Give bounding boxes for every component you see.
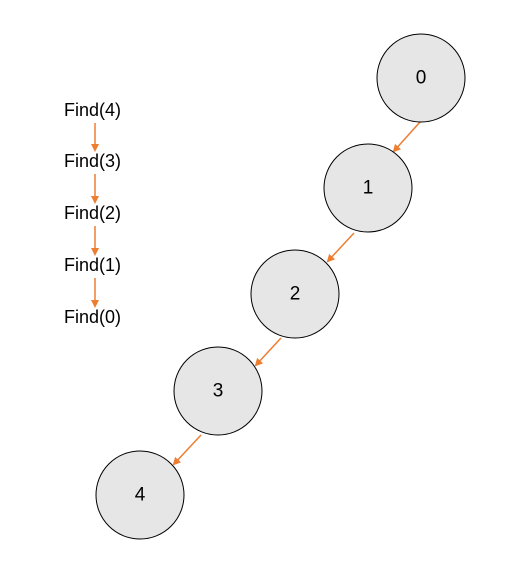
find-call-label: Find(4): [64, 100, 122, 120]
tree-node: 2: [250, 249, 340, 339]
tree-edge-arrow: [326, 232, 355, 263]
find-call-label: Find(0): [64, 307, 122, 327]
find-call-label: Find(3): [64, 151, 122, 171]
tree-node: 4: [95, 450, 185, 540]
node-label: 2: [290, 284, 301, 305]
find-call-label: Find(2): [64, 203, 122, 223]
tree-edge-arrow: [172, 434, 202, 466]
node-label: 4: [135, 485, 146, 506]
tree-edge-arrow: [254, 337, 282, 367]
tree-edge-arrow: [392, 121, 421, 153]
node-label: 0: [416, 68, 427, 89]
tree-node: 3: [173, 346, 263, 436]
find-call-label: Find(1): [64, 255, 122, 275]
node-label: 3: [213, 381, 224, 402]
tree-node: 0: [376, 33, 466, 123]
node-label: 1: [363, 178, 374, 199]
tree-node: 1: [323, 143, 413, 233]
